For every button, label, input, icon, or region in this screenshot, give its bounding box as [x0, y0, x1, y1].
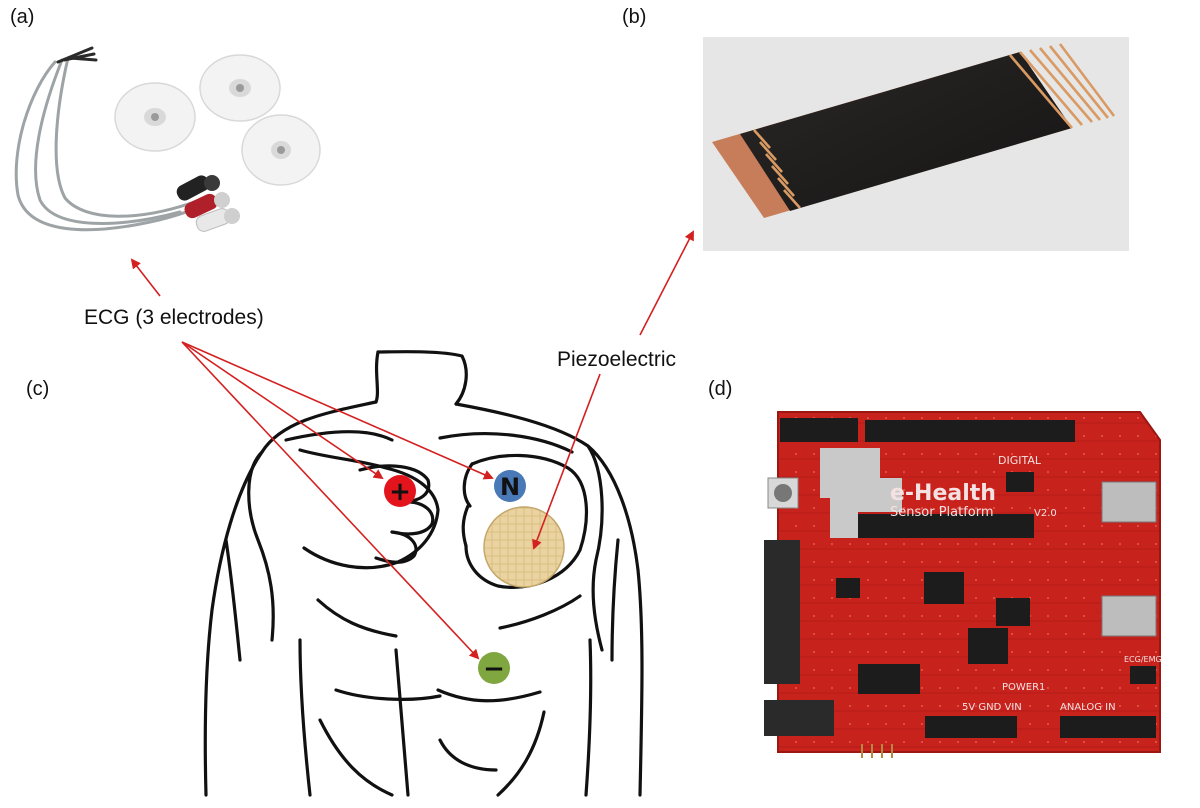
terminal-3 — [764, 636, 800, 684]
metal-shield — [820, 448, 902, 538]
board-power-label: POWER1 — [1002, 682, 1045, 693]
piezo-callout-label: Piezoelectric — [557, 348, 677, 371]
callout-arrows — [130, 230, 694, 660]
board-power-pins: 5V GND VIN — [962, 702, 1022, 713]
ehealth-board-photo: e-Health Sensor Platform V2.0 DIGITAL AN… — [764, 411, 1162, 758]
chip-5 — [1006, 472, 1034, 492]
arrow-ecg-to-negative — [181, 341, 480, 660]
board-analog-label: ANALOG IN — [1060, 702, 1116, 713]
terminal-2 — [764, 588, 800, 636]
electrode-pad-3 — [241, 114, 321, 186]
ecg-cable-photo — [14, 46, 321, 232]
chip-4 — [858, 664, 920, 694]
board-digital-label: DIGITAL — [998, 454, 1042, 467]
electrode-positive-label: + — [389, 477, 411, 507]
audio-jack-2 — [1101, 595, 1157, 637]
piezo-disc — [483, 506, 565, 588]
electrode-negative: − — [478, 652, 510, 684]
jumper — [1130, 666, 1156, 684]
header-power — [925, 716, 1017, 738]
panel-label-c: (c) — [26, 378, 50, 400]
torso-sketch — [203, 350, 644, 797]
arrow-ecg-to-positive — [181, 341, 384, 480]
snap-connector-white — [195, 208, 240, 232]
header-analog — [1060, 716, 1156, 738]
chip-2 — [996, 598, 1030, 626]
audio-jack-1 — [1101, 481, 1157, 523]
panel-label-d: (d) — [708, 378, 733, 400]
board-subtitle: Sensor Platform — [890, 505, 994, 520]
electrode-neutral-label: N — [500, 473, 520, 501]
arrow-ecg-to-cable — [130, 258, 161, 297]
electrode-pad-2 — [199, 54, 281, 122]
arrow-piezo-to-disc — [532, 373, 601, 550]
terminal-1 — [764, 540, 800, 588]
chip-3 — [968, 628, 1008, 664]
snap-connector-black — [176, 175, 220, 201]
chip-1 — [924, 572, 964, 604]
electrode-positive: + — [384, 475, 416, 507]
board-ecg-emg-label: ECG/EMG — [1124, 655, 1162, 664]
panel-label-a: (a) — [10, 6, 35, 28]
piezo-strip-photo — [703, 37, 1129, 251]
arrow-ecg-to-neutral — [181, 341, 494, 480]
header-middle — [854, 514, 1034, 538]
terminal-4 — [764, 700, 834, 736]
electrode-negative-label: − — [483, 654, 505, 684]
electrode-neutral: N — [494, 470, 526, 502]
snap-connector-red — [184, 192, 230, 219]
board-version: V2.0 — [1034, 508, 1057, 519]
header-top-left — [780, 418, 858, 442]
electrode-pad-1 — [114, 82, 196, 152]
header-digital — [865, 420, 1075, 442]
ecg-callout-label: ECG (3 electrodes) — [84, 306, 264, 329]
board-title: e-Health — [890, 481, 996, 506]
arrow-piezo-to-strip — [639, 230, 694, 336]
panel-label-b: (b) — [622, 6, 647, 28]
